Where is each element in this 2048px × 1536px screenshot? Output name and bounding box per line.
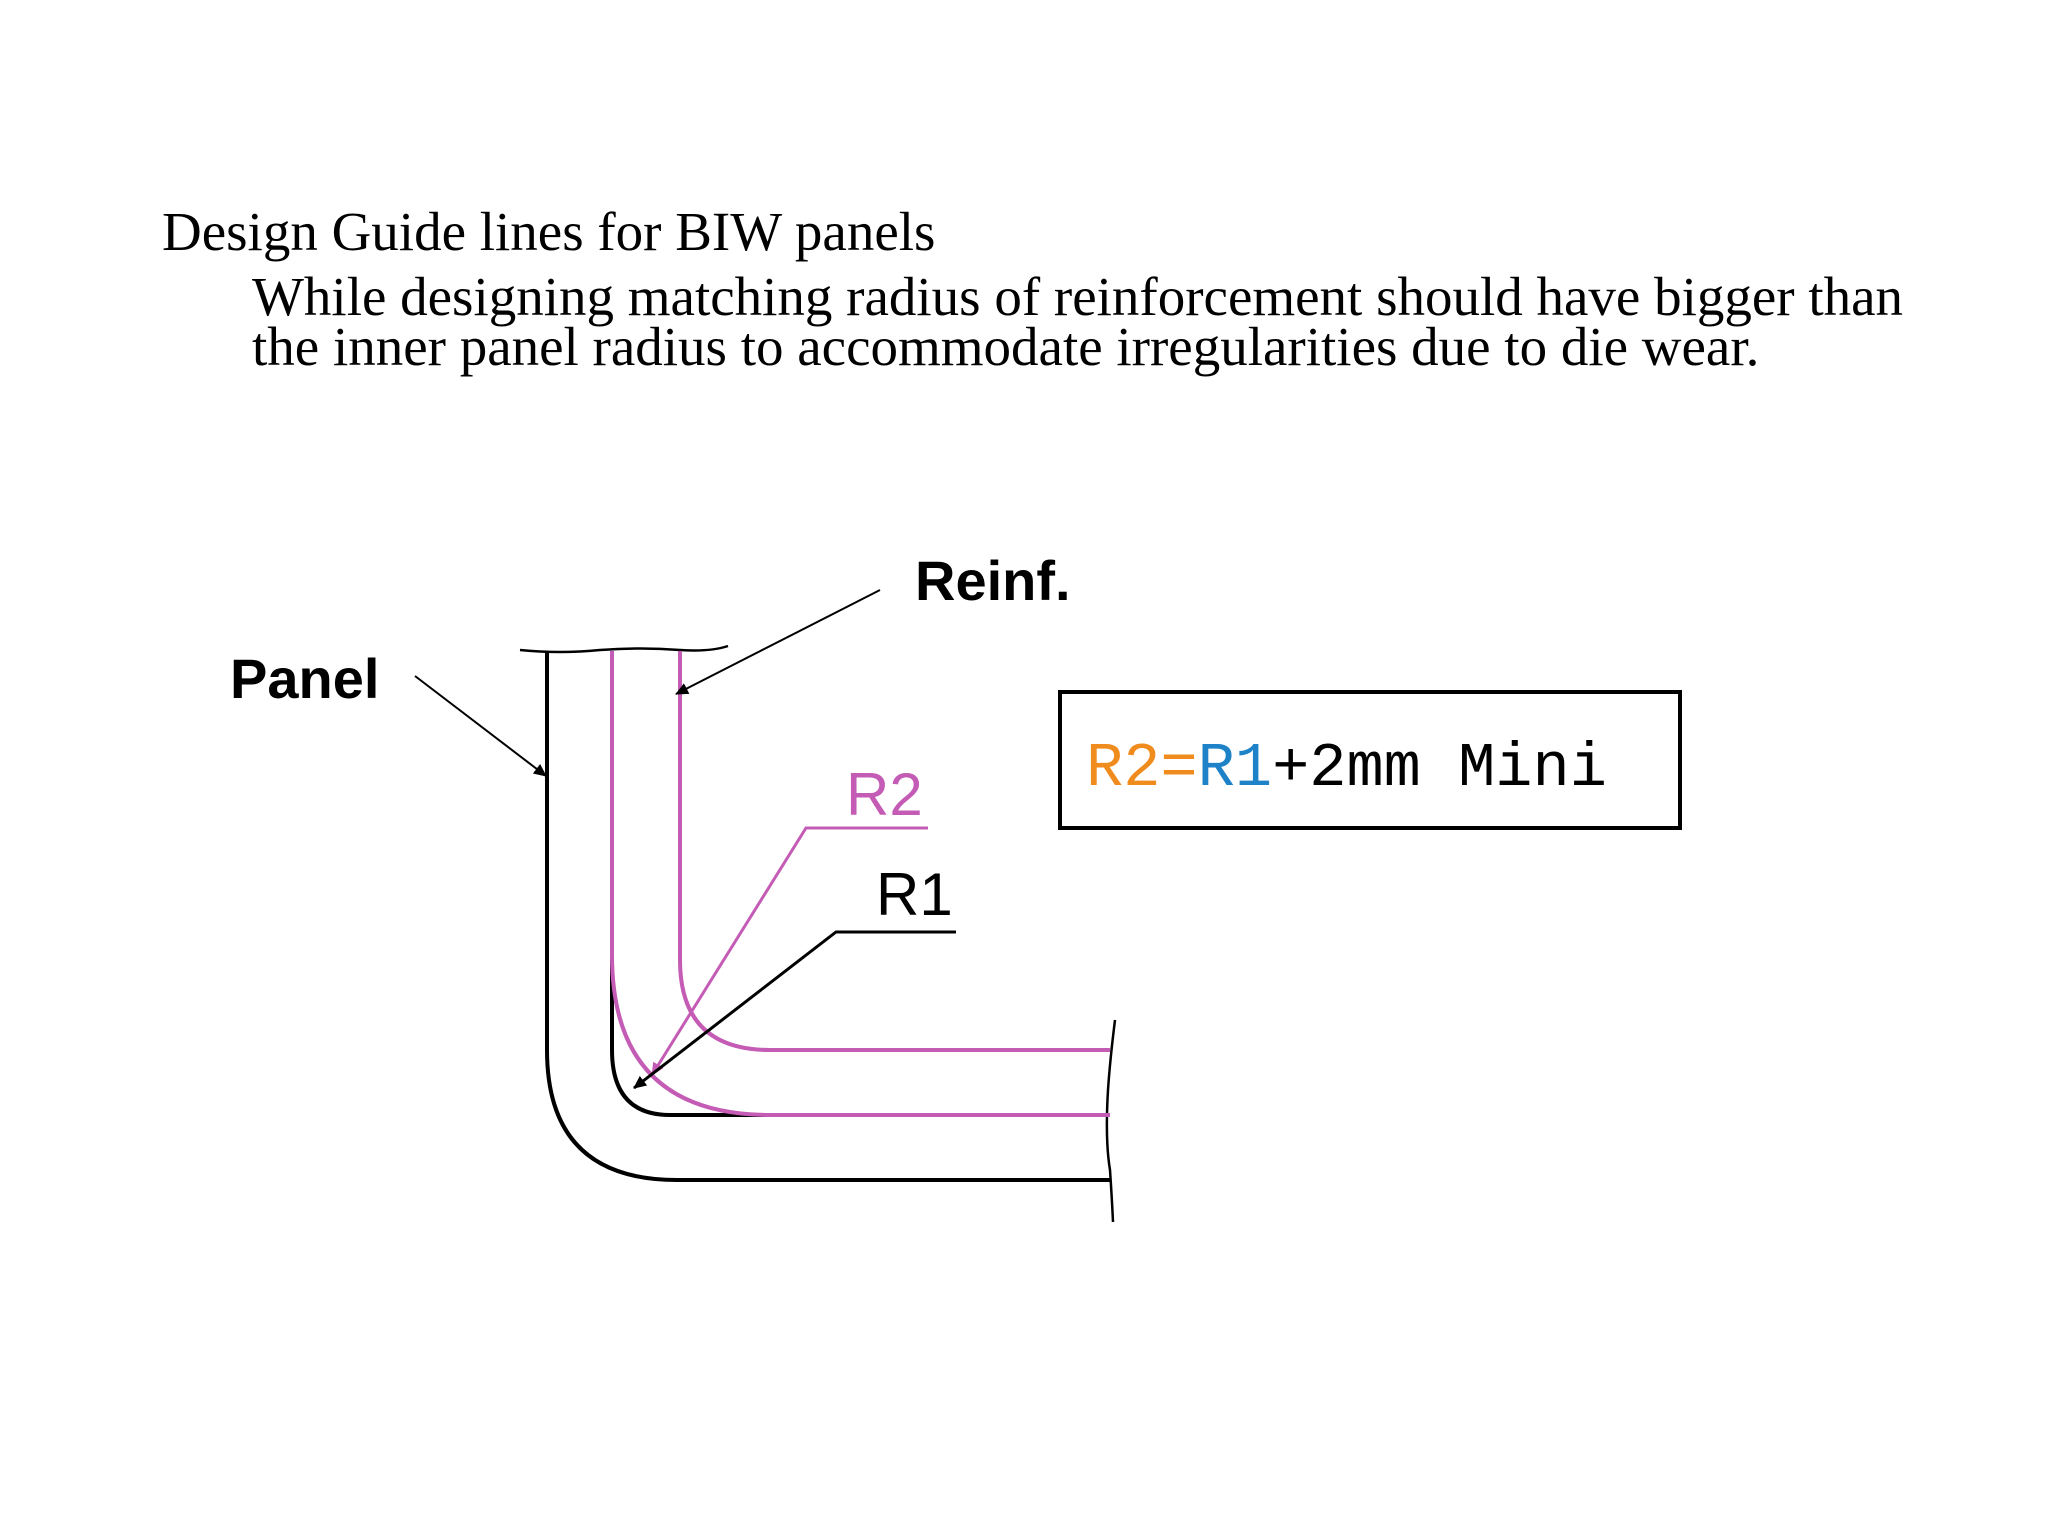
reinf-leader: [675, 589, 881, 695]
right-break-line: [1105, 1019, 1117, 1223]
formula-rest: +2mm Mini: [1272, 733, 1607, 804]
formula-equals: =: [1160, 733, 1197, 804]
formula-r1: R1: [1198, 733, 1272, 804]
body-line-2: the inner panel radius to accommodate ir…: [252, 316, 1760, 377]
panel-outer-line: [545, 651, 1110, 1182]
r1-leader: [633, 930, 956, 1090]
panel-leader: [414, 675, 547, 777]
formula-r2: R2: [1086, 733, 1160, 804]
formula-box: [1058, 690, 1682, 830]
body-line-1: While designing matching radius of reinf…: [252, 266, 1904, 327]
body-text: While designing matching radius of reinf…: [252, 266, 1904, 377]
r2-leader: [650, 826, 928, 1076]
r1-label: R1: [876, 861, 953, 928]
top-break-line: [519, 644, 729, 654]
reinf-label: Reinf.: [915, 549, 1071, 612]
panel-label: Panel: [230, 647, 379, 710]
slide-title: Design Guide lines for BIW panels: [162, 201, 936, 262]
panel-inner-line: [610, 955, 780, 1117]
reinf-outer-line: [610, 651, 1110, 1117]
reinf-inner-line: [678, 651, 1110, 1052]
formula-text: R2=R1+2mm Mini: [1086, 733, 1607, 804]
r2-label: R2: [846, 761, 923, 828]
